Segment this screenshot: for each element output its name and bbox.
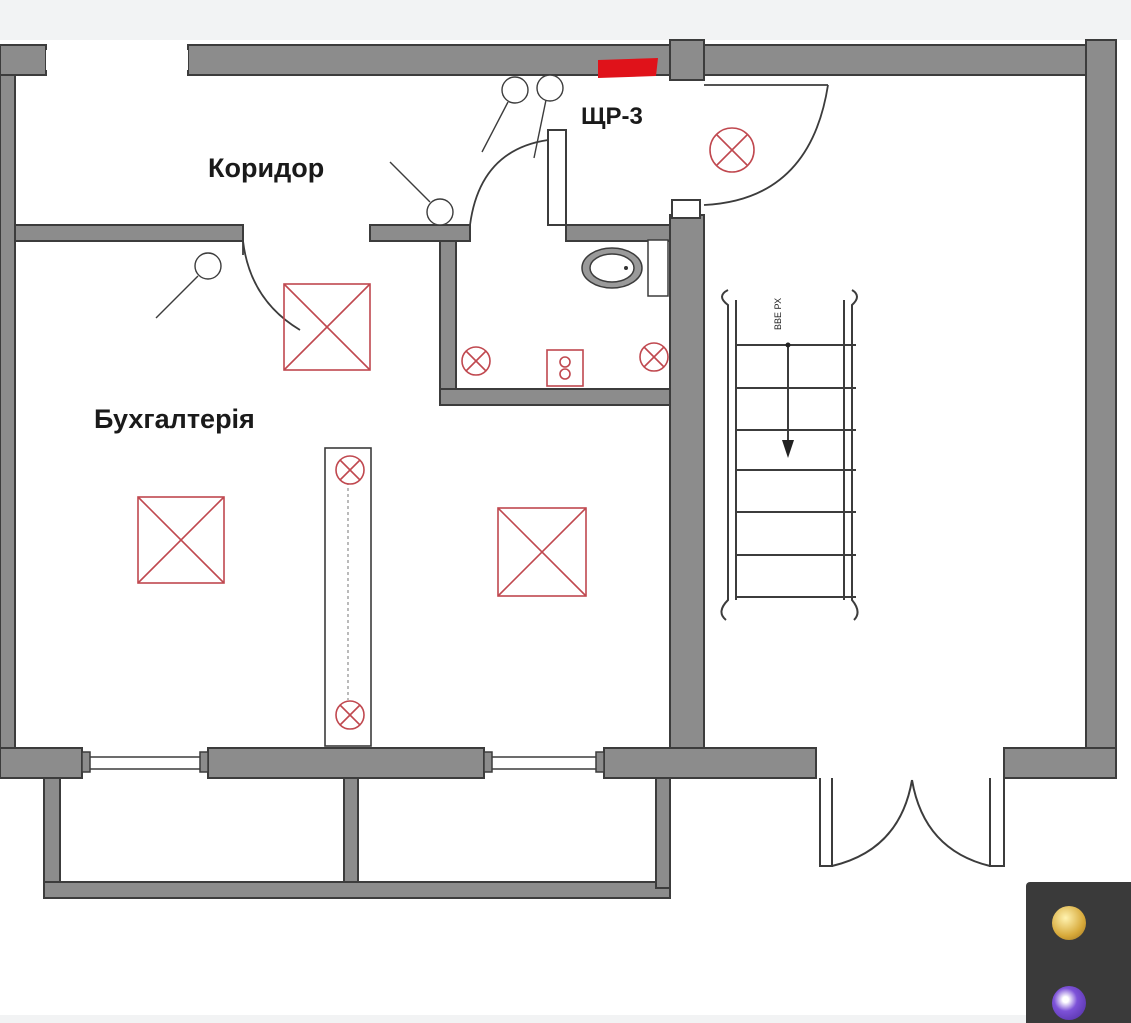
wall-top-right xyxy=(703,44,1087,76)
lamp-strip-top-icon xyxy=(335,455,365,485)
panel-room-partitions xyxy=(547,129,701,226)
lamp-bath-left-icon xyxy=(461,346,491,376)
staircase xyxy=(720,289,859,621)
lamp-stair-hall-icon xyxy=(709,127,755,173)
wall-corridor-left xyxy=(14,224,244,242)
walls xyxy=(0,39,1117,779)
room-label-accounting: Бухгалтерія xyxy=(94,404,255,434)
switch-corridor-icon xyxy=(389,161,454,226)
room-label-corridor: Коридор xyxy=(208,153,324,183)
lamps xyxy=(335,127,755,730)
entrance-vestibule xyxy=(819,778,1005,867)
wall-bottom-4 xyxy=(1003,747,1117,779)
wall-bath-bottom xyxy=(439,388,671,406)
purple-app-icon[interactable] xyxy=(1052,986,1086,1020)
wall-right xyxy=(1085,39,1117,779)
wall-top-left xyxy=(0,44,47,76)
door-bathroom xyxy=(469,139,549,226)
electrical-panel-marker xyxy=(598,58,658,78)
window-top-left xyxy=(46,50,188,70)
stair-rail-left xyxy=(720,289,729,621)
switch-panel-right-icon xyxy=(533,74,564,159)
panel-partition xyxy=(547,129,567,226)
ceiling-panel-right xyxy=(497,507,587,597)
door-stair-hall xyxy=(703,84,829,206)
wall-bottom-1 xyxy=(0,747,83,779)
door-accounting xyxy=(242,240,301,331)
doors xyxy=(242,84,829,331)
panel-door-jamb xyxy=(671,199,701,219)
ceiling-panels xyxy=(137,283,587,597)
windows xyxy=(46,50,605,773)
ceiling-panel-entry xyxy=(283,283,371,371)
bath-fan-icon xyxy=(546,349,584,387)
wall-left xyxy=(0,74,16,771)
balcony-right-wall xyxy=(655,777,671,889)
balconies xyxy=(43,777,671,899)
wall-bottom-2 xyxy=(207,747,485,779)
ceiling-panel-left xyxy=(137,496,225,584)
switches xyxy=(155,74,564,319)
toilet xyxy=(581,239,669,297)
wall-corridor-mid xyxy=(369,224,471,242)
balcony-bottom xyxy=(43,881,671,899)
lamp-strip-bottom-icon xyxy=(335,700,365,730)
stair-up-label: ВВЕ РХ xyxy=(773,298,783,330)
wall-bottom-3 xyxy=(603,747,817,779)
switch-panel-left-icon xyxy=(481,76,529,153)
wall-corridor-right xyxy=(565,224,671,242)
balcony-left-wall xyxy=(43,777,61,899)
wall-pillar-top xyxy=(669,39,705,81)
panel-label: ЩР-3 xyxy=(581,103,643,130)
wall-top-middle xyxy=(187,44,671,76)
switch-accounting-icon xyxy=(155,252,222,319)
floating-toolbar xyxy=(1026,882,1131,1023)
wall-bath-left xyxy=(439,240,457,406)
balcony-divider xyxy=(343,777,359,883)
wall-center xyxy=(669,214,705,779)
gold-coin-icon[interactable] xyxy=(1052,906,1086,940)
lamp-bath-right-icon xyxy=(639,342,669,372)
light-strip xyxy=(324,447,372,747)
stair-rail-right xyxy=(851,289,859,621)
entrance-door-left xyxy=(831,779,913,867)
entrance-door-right xyxy=(911,779,991,867)
